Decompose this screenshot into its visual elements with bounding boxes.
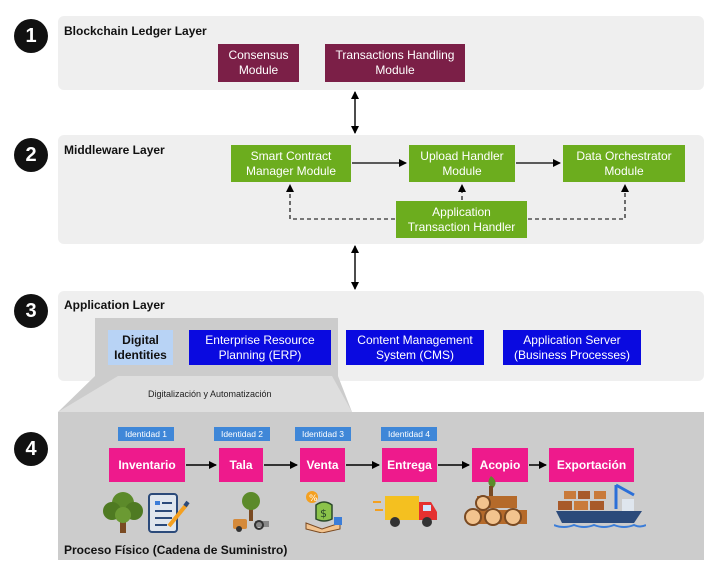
consensus-module: Consensus Module [218,44,299,82]
step-exportacion: Exportación [549,448,634,482]
svg-text:$: $ [320,507,327,520]
checklist-icon [148,493,190,533]
layer-number-1: 1 [14,19,48,53]
identity-tag-2: Identidad 2 [214,427,270,441]
data-orchestrator-module: Data Orchestrator Module [563,145,685,182]
dashed-to-smartcontract [286,184,395,220]
application-transaction-handler: Application Transaction Handler [396,201,527,238]
step-venta: Venta [300,448,345,482]
layer-number-4: 4 [14,432,48,466]
step-tala: Tala [219,448,263,482]
delivery-truck-icon [373,496,437,527]
digitalization-funnel [58,376,352,412]
digitalization-label: Digitalización y Automatización [148,389,272,399]
step-entrega: Entrega [382,448,437,482]
smart-contract-manager-module: Smart Contract Manager Module [231,145,351,182]
process-title: Proceso Físico (Cadena de Suministro) [64,543,288,557]
application-server-box: Application Server (Business Processes) [503,330,641,365]
middleware-layer-title: Middleware Layer [64,143,165,157]
logs-icon [464,476,527,526]
logging-icon [233,492,269,532]
identity-tag-4: Identidad 4 [381,427,437,441]
layer-number-2: 2 [14,138,48,172]
step-inventario: Inventario [109,448,185,482]
svg-text:%: % [309,494,318,504]
identity-tag-1: Identidad 1 [118,427,174,441]
identity-tag-3: Identidad 3 [295,427,351,441]
digital-identities: Digital Identities [108,330,173,365]
tree-icon [103,492,143,533]
transactions-handling-module: Transactions Handling Module [325,44,465,82]
process-panel-bg [58,376,704,560]
upload-handler-module: Upload Handler Module [409,145,515,182]
cargo-ship-icon [554,483,646,528]
dashed-to-orchestrator [528,184,629,220]
money-hand-icon: % $ [305,491,342,533]
step-acopio: Acopio [472,448,528,482]
blockchain-layer-title: Blockchain Ledger Layer [64,24,207,38]
application-layer-title: Application Layer [64,298,165,312]
layer-number-3: 3 [14,294,48,328]
erp-box: Enterprise Resource Planning (ERP) [189,330,331,365]
cms-box: Content Management System (CMS) [346,330,484,365]
